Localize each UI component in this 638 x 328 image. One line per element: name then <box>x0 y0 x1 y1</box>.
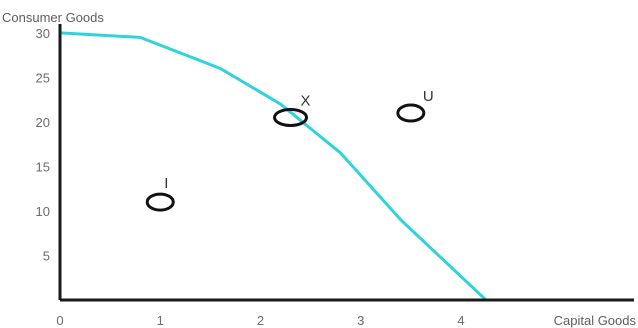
point-label-x: X <box>301 92 311 109</box>
point-marker-u <box>396 103 426 123</box>
point-label-i: I <box>164 175 168 192</box>
x-tick-label: 1 <box>157 313 164 328</box>
y-tick-label: 10 <box>36 204 50 219</box>
points: I X U <box>145 88 434 212</box>
x-tick-label: 2 <box>257 313 264 328</box>
ppf-curve <box>58 31 488 302</box>
point-label-u: U <box>423 88 434 105</box>
x-axis-title: Capital Goods <box>554 313 637 328</box>
x-tick-label: 0 <box>56 313 63 328</box>
point-marker-x <box>273 107 309 127</box>
y-tick-label: 15 <box>36 159 50 174</box>
y-tick-label: 5 <box>43 248 50 263</box>
y-tick-label: 30 <box>36 26 50 41</box>
y-tick-label: 25 <box>36 70 50 85</box>
tick-labels: 0 1 2 3 4 5 10 15 20 25 30 <box>36 26 465 328</box>
y-axis-title: Consumer Goods <box>2 10 104 25</box>
x-tick-label: 4 <box>457 313 464 328</box>
x-tick-label: 3 <box>357 313 364 328</box>
y-tick-label: 20 <box>36 115 50 130</box>
point-marker-i <box>145 192 175 212</box>
